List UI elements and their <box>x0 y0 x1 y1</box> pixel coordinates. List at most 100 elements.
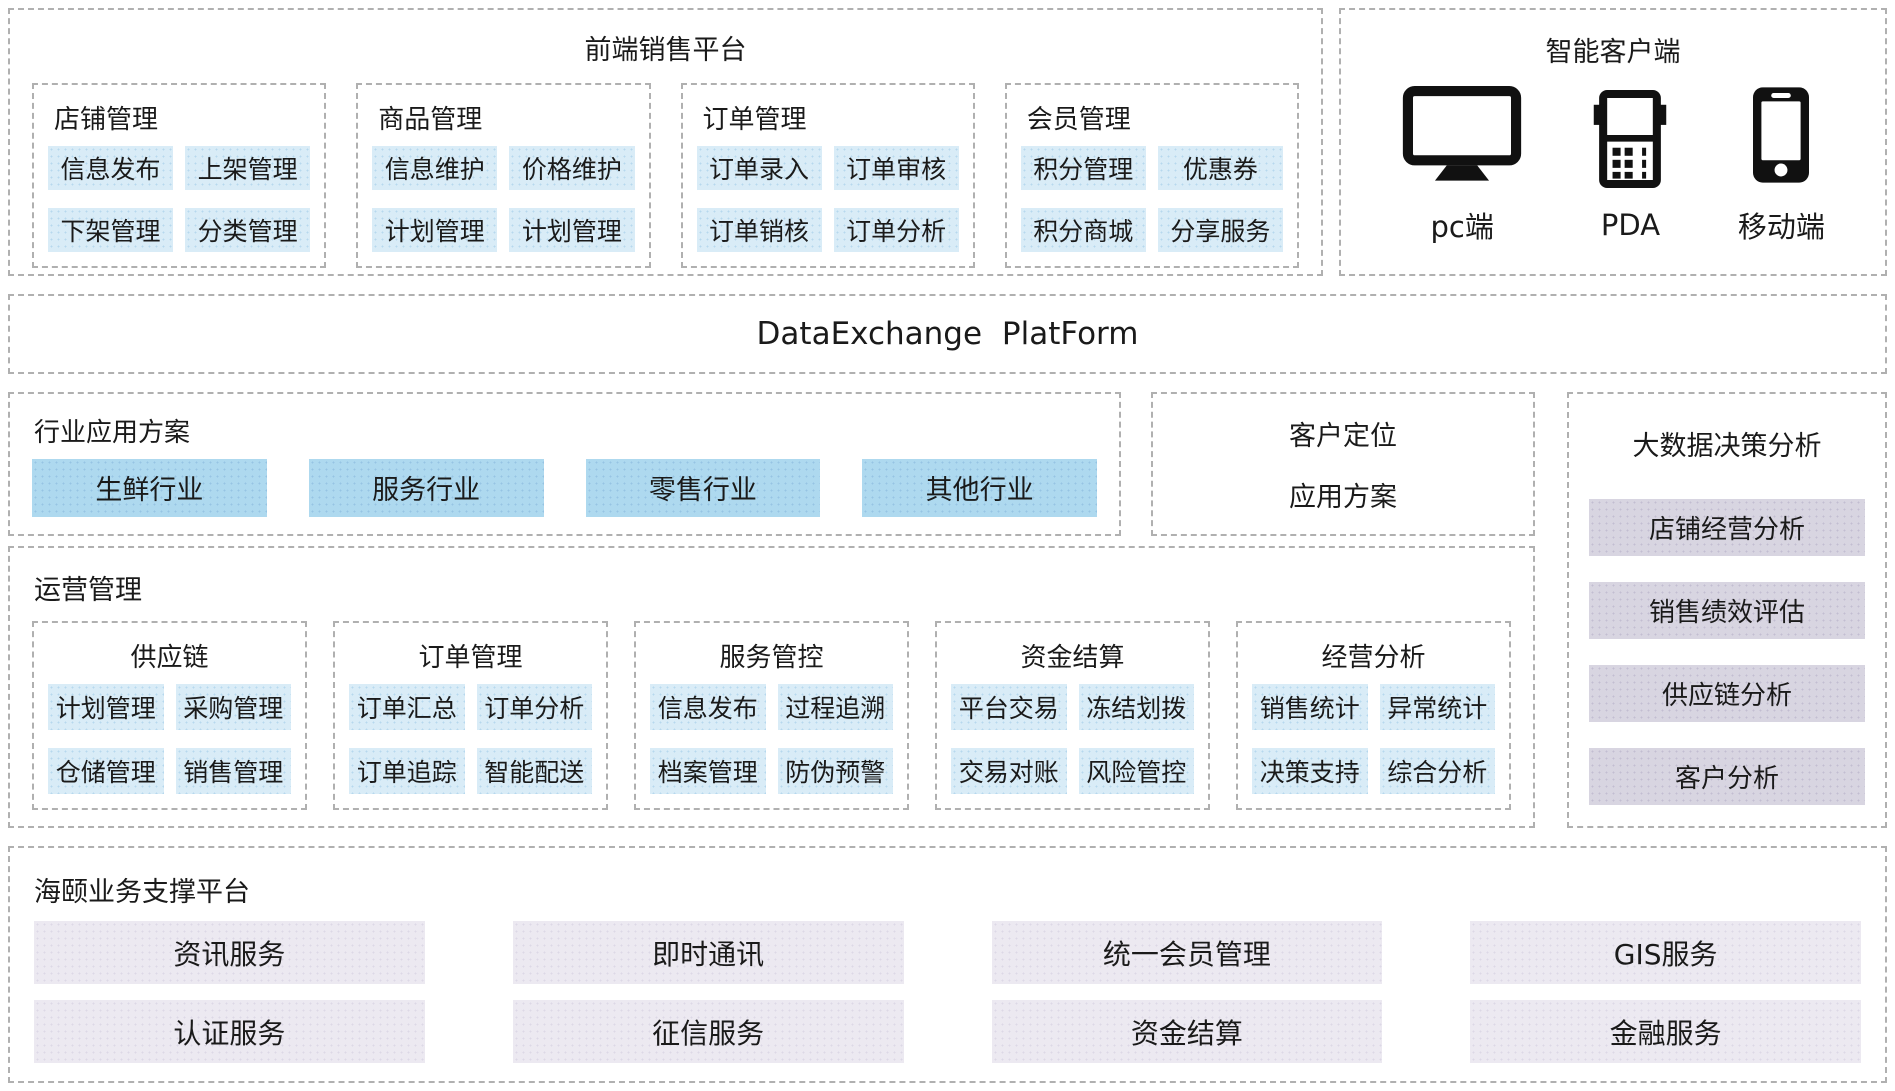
group-member-management: 会员管理 积分管理 优惠券 积分商城 分享服务 <box>1004 83 1299 268</box>
operations-title: 运营管理 <box>34 575 142 606</box>
device-label: PDA <box>1600 207 1661 242</box>
module-chip: 计划管理 <box>509 208 635 252</box>
middle-section: 行业应用方案 生鲜行业 服务行业 零售行业 其他行业 客户定位 应用方案 运营管… <box>8 392 1887 828</box>
group-title: 资金结算 <box>1020 643 1125 673</box>
module-chip: 计划管理 <box>372 208 498 252</box>
devices: pc端 <box>1359 73 1867 258</box>
group-title: 供应链 <box>130 643 209 673</box>
group-grid: 信息发布 上架管理 下架管理 分类管理 <box>48 146 311 252</box>
service-chip: 资金结算 <box>991 1000 1383 1063</box>
front-sales-platform-title: 前端销售平台 <box>584 35 747 66</box>
group-product-management: 商品管理 信息维护 价格维护 计划管理 计划管理 <box>356 83 651 268</box>
smart-client-box: 智能客户端 pc端 <box>1339 8 1887 276</box>
group-grid: 积分管理 优惠券 积分商城 分享服务 <box>1020 146 1283 252</box>
group-grid: 平台交易 冻结划拨 交易对账 风险管控 <box>951 684 1194 794</box>
group-store-management: 店铺管理 信息发布 上架管理 下架管理 分类管理 <box>32 83 327 268</box>
operations-box: 运营管理 供应链 计划管理 采购管理 仓储管理 销售管理 订单管理 <box>8 546 1535 828</box>
group-grid: 销售统计 异常统计 决策支持 综合分析 <box>1252 684 1495 794</box>
industry-chip: 零售行业 <box>585 458 821 517</box>
module-chip: 销售统计 <box>1252 684 1368 730</box>
module-chip: 冻结划拨 <box>1078 684 1194 730</box>
industry-row: 行业应用方案 生鲜行业 服务行业 零售行业 其他行业 客户定位 应用方案 <box>8 392 1535 536</box>
group-grid: 信息发布 过程追溯 档案管理 防伪预警 <box>650 684 893 794</box>
device-pc: pc端 <box>1401 85 1523 246</box>
top-row: 前端销售平台 店铺管理 信息发布 上架管理 下架管理 分类管理 商品管理 信息维… <box>8 8 1887 276</box>
module-chip: 仓储管理 <box>48 748 164 794</box>
group-business-analysis: 经营分析 销售统计 异常统计 决策支持 综合分析 <box>1236 621 1511 810</box>
module-chip: 订单分析 <box>833 208 959 252</box>
module-chip: 决策支持 <box>1252 748 1368 794</box>
big-data-analysis-box: 大数据决策分析 店铺经营分析 销售绩效评估 供应链分析 客户分析 <box>1567 392 1887 828</box>
module-chip: 积分管理 <box>1020 146 1146 190</box>
customer-positioning-box: 客户定位 应用方案 <box>1151 392 1535 536</box>
module-chip: 优惠券 <box>1157 146 1283 190</box>
group-supply-chain: 供应链 计划管理 采购管理 仓储管理 销售管理 <box>32 621 307 810</box>
module-chip: 下架管理 <box>48 208 174 252</box>
group-grid: 订单汇总 订单分析 订单追踪 智能配送 <box>349 684 592 794</box>
module-chip: 异常统计 <box>1379 684 1495 730</box>
industry-solutions-title: 行业应用方案 <box>34 418 191 448</box>
data-exchange-band: DataExchange PlatForm <box>8 294 1887 374</box>
module-chip: 采购管理 <box>175 684 291 730</box>
analysis-chip: 销售绩效评估 <box>1589 582 1865 639</box>
group-title: 经营分析 <box>1321 643 1426 673</box>
monitor-icon <box>1401 85 1523 184</box>
industry-solutions-box: 行业应用方案 生鲜行业 服务行业 零售行业 其他行业 <box>8 392 1121 536</box>
module-chip: 订单追踪 <box>349 748 465 794</box>
analysis-chip: 店铺经营分析 <box>1589 499 1865 556</box>
smart-client-title: 智能客户端 <box>1545 37 1681 68</box>
module-chip: 销售管理 <box>175 748 291 794</box>
industry-chip: 服务行业 <box>308 458 544 517</box>
analysis-chip: 客户分析 <box>1589 748 1865 805</box>
service-chip: GIS服务 <box>1470 921 1861 984</box>
module-chip: 档案管理 <box>650 748 766 794</box>
data-exchange-title: DataExchange PlatForm <box>756 316 1139 352</box>
module-chip: 交易对账 <box>951 748 1067 794</box>
module-chip: 上架管理 <box>185 146 311 190</box>
module-chip: 积分商城 <box>1020 208 1146 252</box>
module-chip: 订单汇总 <box>349 684 465 730</box>
module-chip: 信息发布 <box>48 146 174 190</box>
support-grid: 资讯服务 即时通讯 统一会员管理 GIS服务 认证服务 征信服务 资金结算 金融… <box>28 921 1867 1063</box>
group-grid: 订单录入 订单审核 订单销核 订单分析 <box>696 146 959 252</box>
big-data-analysis-title: 大数据决策分析 <box>1632 431 1822 462</box>
service-chip: 资讯服务 <box>34 921 425 984</box>
group-order-management: 订单管理 订单录入 订单审核 订单销核 订单分析 <box>680 83 975 268</box>
industry-chip: 其他行业 <box>862 458 1097 517</box>
module-chip: 综合分析 <box>1379 748 1495 794</box>
service-chip: 即时通讯 <box>512 921 904 984</box>
industry-chips: 生鲜行业 服务行业 零售行业 其他行业 <box>28 457 1101 518</box>
front-groups: 店铺管理 信息发布 上架管理 下架管理 分类管理 商品管理 信息维护 价格维护 … <box>32 83 1299 268</box>
support-platform-box: 海颐业务支撑平台 资讯服务 即时通讯 统一会员管理 GIS服务 认证服务 征信服… <box>8 846 1887 1083</box>
group-title: 商品管理 <box>378 105 483 135</box>
module-chip: 信息维护 <box>372 146 498 190</box>
group-ops-order: 订单管理 订单汇总 订单分析 订单追踪 智能配送 <box>333 621 608 810</box>
group-title: 订单管理 <box>418 643 523 673</box>
customer-positioning-line2: 应用方案 <box>1289 482 1397 513</box>
device-pda: PDA <box>1591 89 1669 242</box>
service-chip: 认证服务 <box>34 1000 425 1063</box>
module-chip: 信息发布 <box>650 684 766 730</box>
smartphone-icon <box>1749 86 1813 184</box>
middle-left-column: 行业应用方案 生鲜行业 服务行业 零售行业 其他行业 客户定位 应用方案 运营管… <box>8 392 1535 828</box>
industry-chip: 生鲜行业 <box>32 458 267 517</box>
device-mobile: 移动端 <box>1738 86 1825 246</box>
group-fund-settlement: 资金结算 平台交易 冻结划拨 交易对账 风险管控 <box>935 621 1210 810</box>
customer-positioning-line1: 客户定位 <box>1289 421 1397 452</box>
device-label: 移动端 <box>1737 209 1825 244</box>
analysis-chip: 供应链分析 <box>1589 665 1865 722</box>
service-chip: 征信服务 <box>512 1000 904 1063</box>
module-chip: 订单录入 <box>696 146 822 190</box>
group-title: 店铺管理 <box>54 105 159 135</box>
operations-groups: 供应链 计划管理 采购管理 仓储管理 销售管理 订单管理 订单汇总 订单分析 <box>32 621 1511 810</box>
module-chip: 防伪预警 <box>777 748 893 794</box>
service-chip: 金融服务 <box>1470 1000 1861 1063</box>
module-chip: 价格维护 <box>509 146 635 190</box>
group-title: 服务管控 <box>719 643 824 673</box>
module-chip: 智能配送 <box>476 748 592 794</box>
group-service-control: 服务管控 信息发布 过程追溯 档案管理 防伪预警 <box>634 621 909 810</box>
pda-icon <box>1591 89 1669 188</box>
module-chip: 风险管控 <box>1078 748 1194 794</box>
device-label: pc端 <box>1430 209 1494 244</box>
